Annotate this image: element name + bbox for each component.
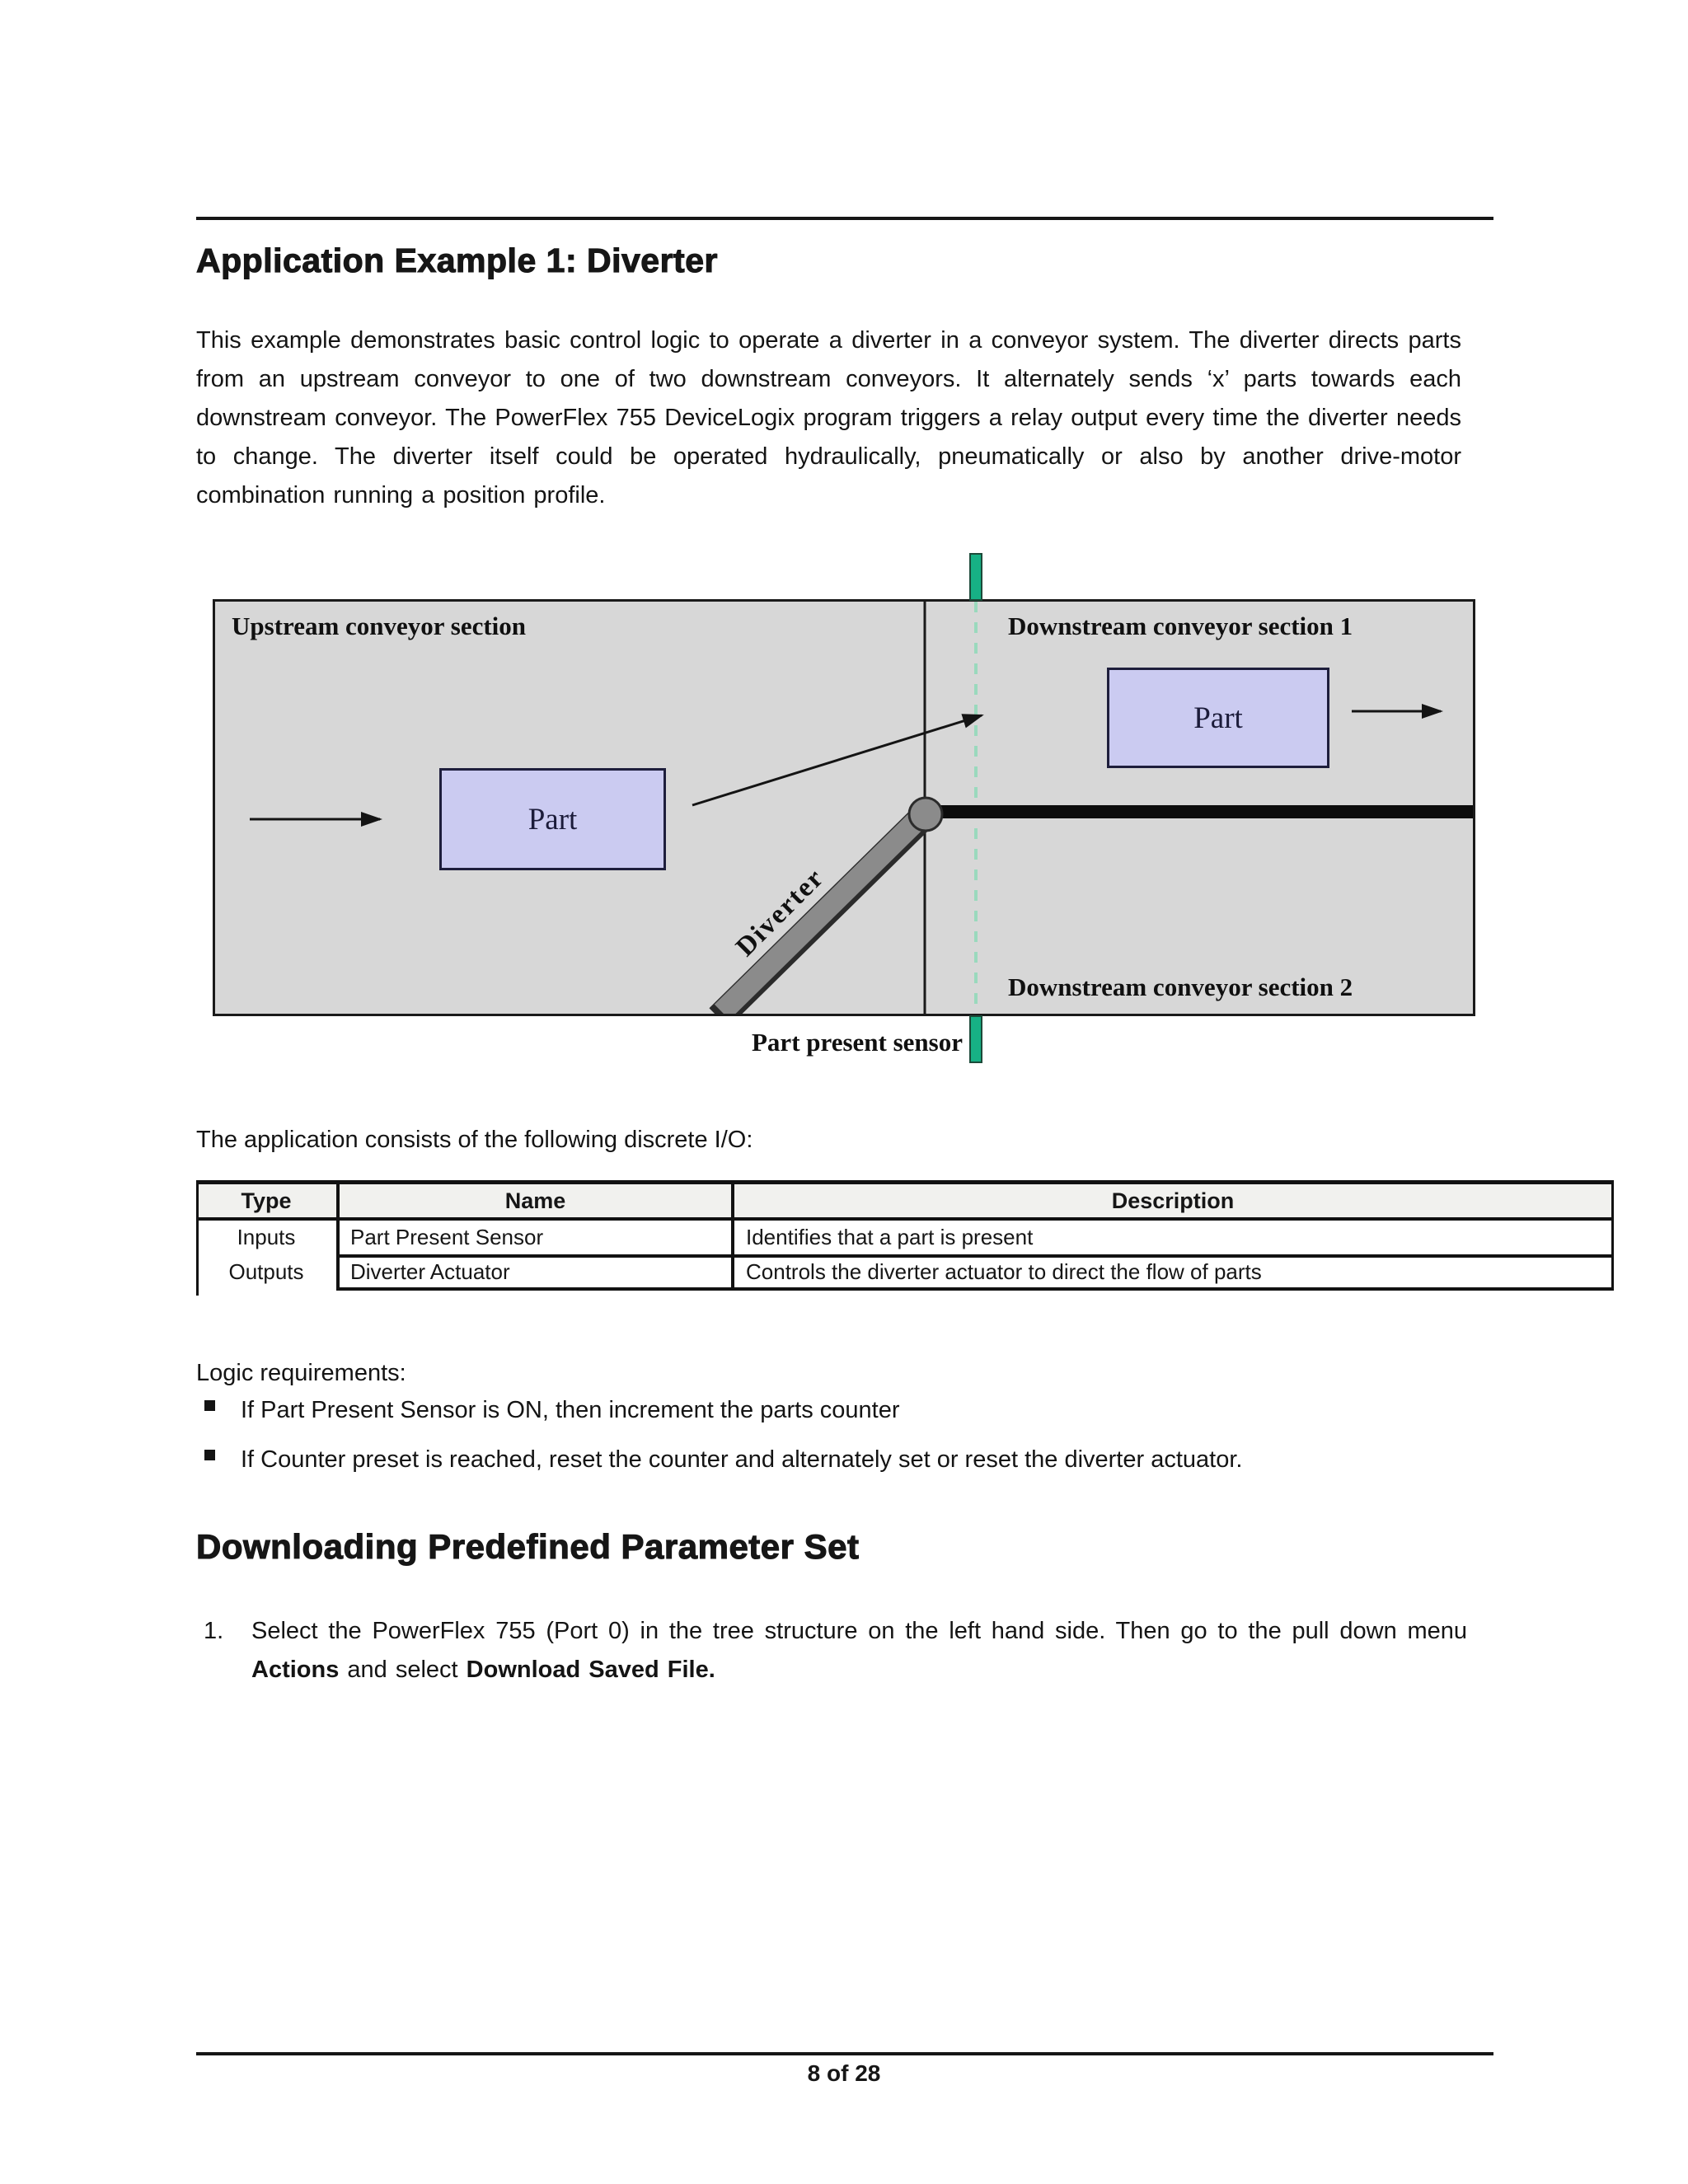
sensor-bar-top [969, 553, 982, 601]
page-title: Application Example 1: Diverter [195, 241, 718, 279]
table-cell-description-2: Controls the diverter actuator to direct… [746, 1259, 1262, 1284]
table-row: Outputs [228, 1259, 304, 1284]
diverter-arm [714, 805, 932, 1014]
io-intro-line: The application consists of the followin… [196, 1127, 753, 1153]
part-present-sensor-label: Part present sensor [752, 1028, 963, 1057]
page-number: 8 of 28 [807, 2060, 881, 2086]
step-number: 1. [204, 1618, 224, 1644]
step-text-actions: Actions [251, 1657, 340, 1683]
part-box-upstream: Part [439, 768, 666, 870]
table-right-border [1611, 1180, 1614, 1291]
step-text-pre: Select the PowerFlex 755 (Port 0) in the… [251, 1618, 1467, 1644]
section-heading-download: Downloading Predefined Parameter Set [195, 1526, 860, 1566]
footer-rule [196, 2052, 1493, 2055]
table-header-name: Name [504, 1188, 566, 1213]
step-text: Select the PowerFlex 755 (Port 0) in the… [251, 1612, 1467, 1690]
table-cell-description-1: Identifies that a part is present [746, 1225, 1034, 1249]
downstream1-section-label: Downstream conveyor section 1 [1008, 612, 1353, 640]
bullet-icon [204, 1400, 215, 1411]
header-rule [196, 217, 1493, 220]
table-cell-name-2: Diverter Actuator [350, 1259, 510, 1284]
table-row: Inputs [237, 1225, 296, 1249]
conveyor-diagram: Diverter Upstream conveyor section Downs… [213, 599, 1475, 1016]
step-text-mid: and select [339, 1657, 467, 1683]
table-header-type: Type [241, 1188, 292, 1213]
part-box-upstream-label: Part [528, 802, 578, 837]
table-col-divider-2 [731, 1180, 734, 1291]
table-bottom-border [336, 1287, 1614, 1291]
logic-bullet-2: If Counter preset is reached, reset the … [241, 1446, 1243, 1473]
logic-bullet-1: If Part Present Sensor is ON, then incre… [241, 1397, 900, 1423]
logic-requirements-heading: Logic requirements: [196, 1360, 406, 1386]
table-col-divider-1 [336, 1180, 340, 1291]
table-header-border [196, 1217, 1614, 1221]
diagram-graphics: Diverter [250, 602, 1473, 1014]
table-header-background [199, 1184, 1611, 1217]
upstream-section-label: Upstream conveyor section [232, 612, 527, 640]
part-box-downstream-label: Part [1193, 701, 1243, 735]
table-top-border [196, 1180, 1614, 1184]
downstream2-section-label: Downstream conveyor section 2 [1008, 972, 1353, 1001]
table-header-description: Description [1111, 1188, 1235, 1213]
sensor-bar-bottom [969, 1015, 982, 1063]
divert-path-arrow [692, 714, 984, 807]
table-left-border [196, 1180, 199, 1296]
diverter-pivot [907, 796, 944, 832]
part-box-downstream: Part [1107, 668, 1329, 768]
table-cell-name-1: Part Present Sensor [350, 1225, 544, 1249]
step-text-download-saved-file: Download Saved File. [466, 1657, 715, 1683]
bullet-icon [204, 1450, 215, 1460]
table-row-divider [336, 1254, 1614, 1258]
intro-paragraph: This example demonstrates basic control … [196, 327, 1461, 509]
